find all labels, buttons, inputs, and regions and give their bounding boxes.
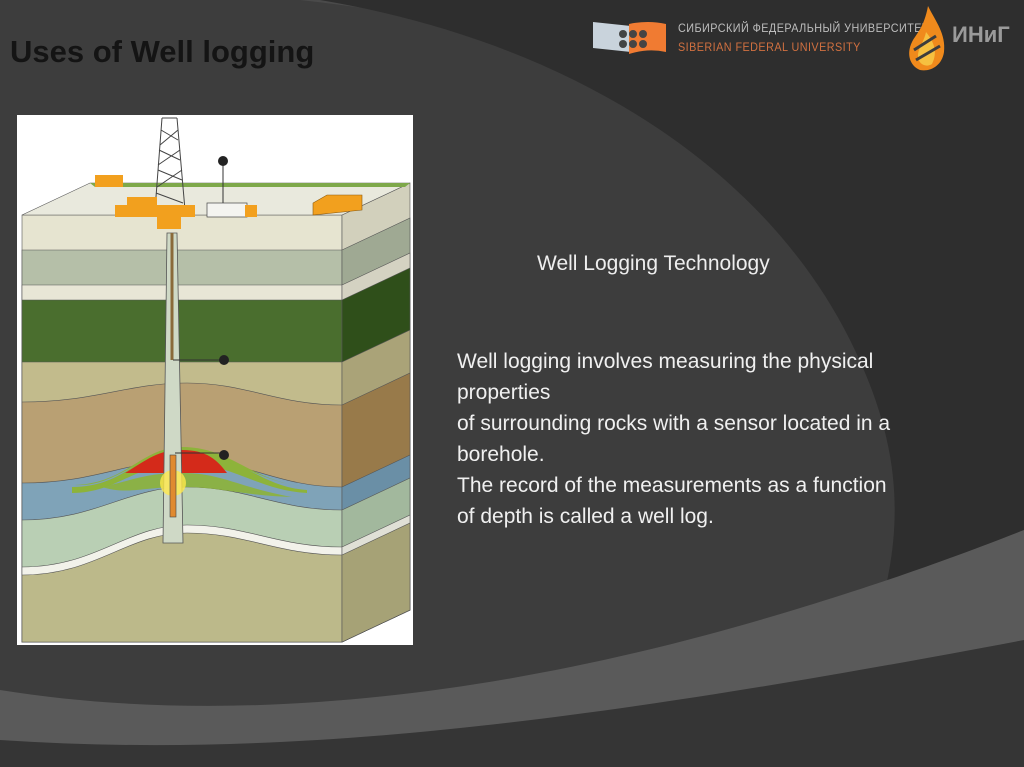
slide-title: Uses of Well logging <box>10 34 315 69</box>
well-cross-section-icon <box>21 117 411 643</box>
stratum-side <box>341 522 411 643</box>
body-line: Well logging involves measuring the phys… <box>457 350 874 373</box>
body-line: of depth is called a well log. <box>457 505 714 528</box>
sfu-logo-icon <box>593 22 666 54</box>
university-name-en: SIBERIAN FEDERAL UNIVERSITY <box>678 40 861 54</box>
slide-body-text: Well logging involves measuring the phys… <box>457 346 1017 532</box>
university-name-ru: СИБИРСКИЙ ФЕДЕРАЛЬНЫЙ УНИВЕРСИТЕТ <box>678 21 929 35</box>
body-line: borehole. <box>457 443 545 466</box>
slide-subheading: Well Logging Technology <box>537 252 770 275</box>
stratum-front <box>21 532 343 643</box>
body-line: properties <box>457 381 551 404</box>
institute-logo-text: ИНиГ <box>952 22 1010 47</box>
body-line: The record of the measurements as a func… <box>457 474 887 497</box>
well-logging-illustration <box>17 115 413 645</box>
body-line: of surrounding rocks with a sensor locat… <box>457 412 891 435</box>
flame-logo-icon <box>909 6 945 71</box>
